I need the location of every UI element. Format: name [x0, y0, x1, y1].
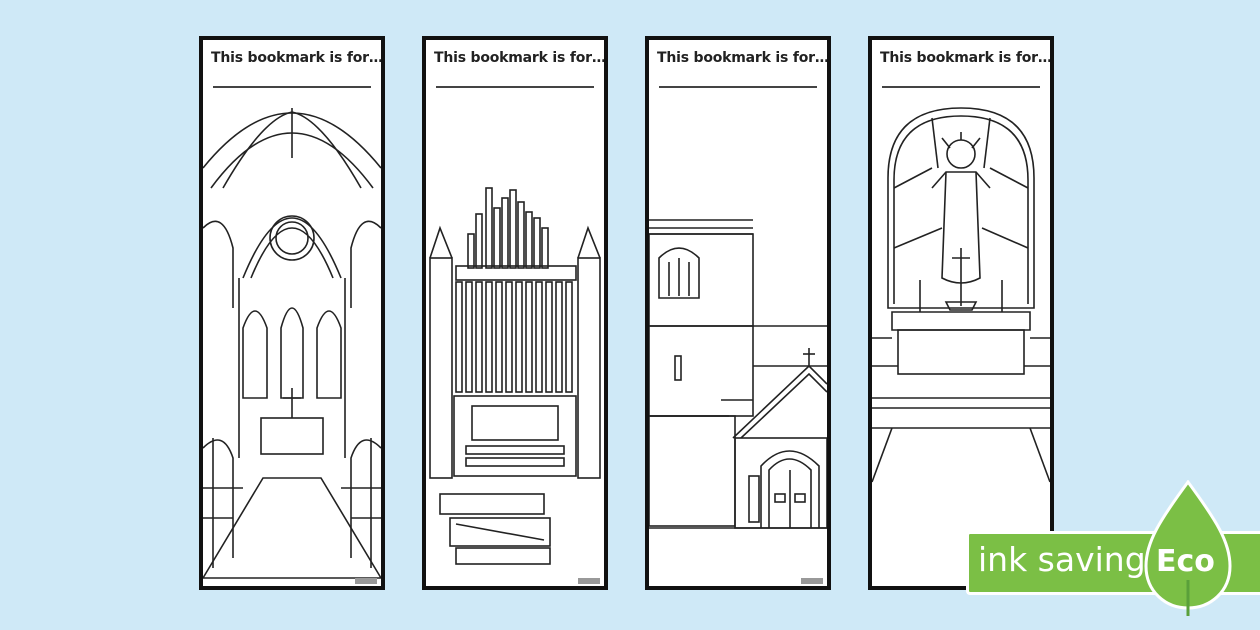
- name-writing-line: [213, 86, 371, 88]
- bookmark-church-exterior: This bookmark is for…: [645, 36, 831, 590]
- bookmark-title: This bookmark is for…: [211, 50, 383, 66]
- publisher-tag: [355, 578, 377, 584]
- eco-leaf-label: Eco: [1156, 544, 1215, 579]
- bookmark-title: This bookmark is for…: [434, 50, 606, 66]
- church-exterior-illustration: [649, 219, 827, 529]
- name-writing-line: [436, 86, 594, 88]
- name-writing-line: [882, 86, 1040, 88]
- name-writing-line: [659, 86, 817, 88]
- publisher-tag: [801, 578, 823, 584]
- bookmark-church-interior: This bookmark is for…: [199, 36, 385, 590]
- publisher-tag: [578, 578, 600, 584]
- church-interior-illustration: [203, 108, 381, 579]
- pipe-organ-illustration: [429, 187, 601, 565]
- bookmark-pipe-organ: This bookmark is for…: [422, 36, 608, 590]
- bookmark-stained-glass-altar: This bookmark is for…: [868, 36, 1054, 590]
- bookmark-title: This bookmark is for…: [880, 50, 1052, 66]
- stained-glass-altar-illustration: [872, 107, 1050, 483]
- eco-leaf-icon: [1144, 480, 1232, 616]
- ink-saving-label: ink saving: [978, 540, 1146, 579]
- bookmark-title: This bookmark is for…: [657, 50, 829, 66]
